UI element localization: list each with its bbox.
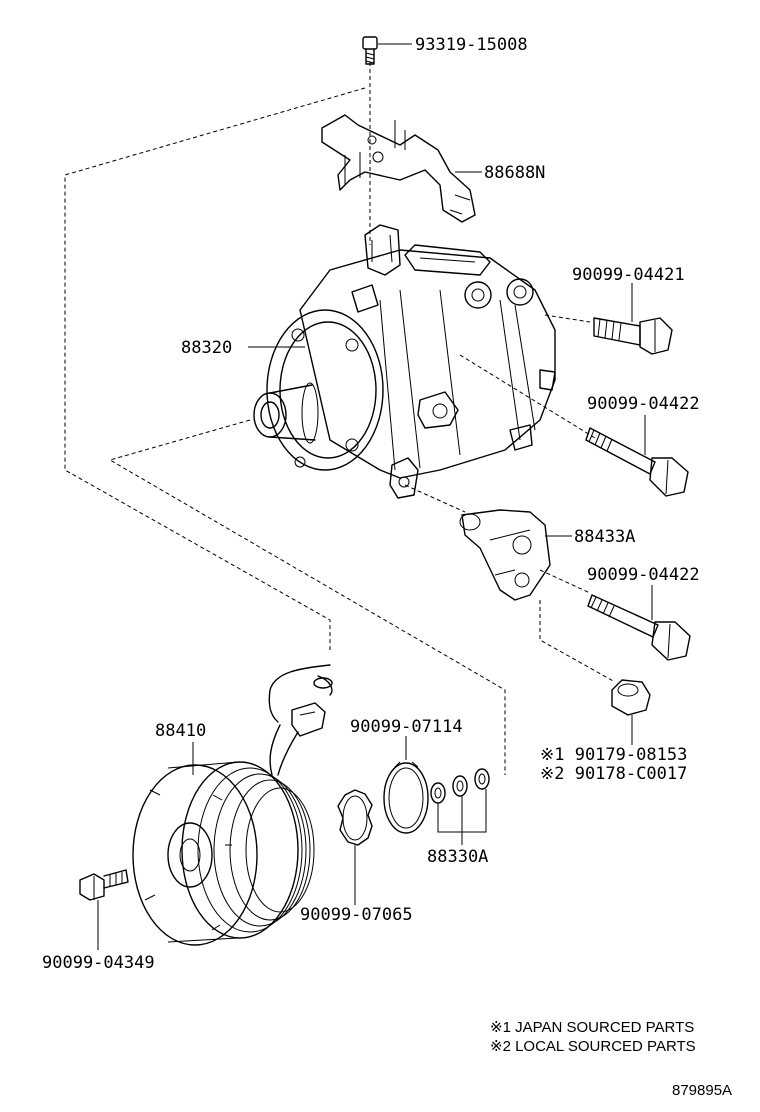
label-88410: 88410 (155, 721, 206, 741)
label-90178-c0017: ※2 90178-C0017 (540, 764, 687, 784)
screw-93319-15008[interactable] (362, 36, 378, 65)
leader-88330 (437, 789, 487, 845)
snap-ring-90099-07065[interactable] (337, 789, 373, 846)
diagram-id: 879895A (672, 1082, 732, 1099)
snap-ring-90099-07114[interactable] (383, 761, 429, 834)
bracket-88433a[interactable] (459, 509, 551, 601)
bolt-90099-04421[interactable] (593, 317, 673, 355)
label-90099-04421: 90099-04421 (572, 265, 685, 285)
label-90179-08153: ※1 90179-08153 (540, 745, 687, 765)
label-90099-07114: 90099-07114 (350, 717, 463, 737)
label-90099-04422-upper: 90099-04422 (587, 394, 700, 414)
label-88433a: 88433A (574, 527, 635, 547)
label-88320: 88320 (181, 338, 232, 358)
pulley-88410[interactable] (132, 761, 315, 946)
bolt-90099-04422-upper[interactable] (585, 427, 689, 497)
bolt-90099-04349[interactable] (79, 869, 129, 901)
label-88688n: 88688N (484, 163, 545, 183)
label-90099-04349: 90099-04349 (42, 953, 155, 973)
compressor-88320[interactable] (253, 224, 556, 499)
label-93319-15008: 93319-15008 (415, 35, 528, 55)
label-88330a: 88330A (427, 847, 488, 867)
note-local-sourced: ※2 LOCAL SOURCED PARTS (490, 1038, 696, 1055)
label-90099-04422-lower: 90099-04422 (587, 565, 700, 585)
nut-90179-08153[interactable] (611, 679, 651, 716)
note-japan-sourced: ※1 JAPAN SOURCED PARTS (490, 1019, 694, 1036)
bolt-90099-04422-lower[interactable] (587, 594, 691, 661)
clutch-wire-harness[interactable] (268, 664, 333, 776)
shims-88330a[interactable] (430, 768, 490, 804)
bracket-88688n[interactable] (321, 114, 476, 223)
label-90099-07065: 90099-07065 (300, 905, 413, 925)
